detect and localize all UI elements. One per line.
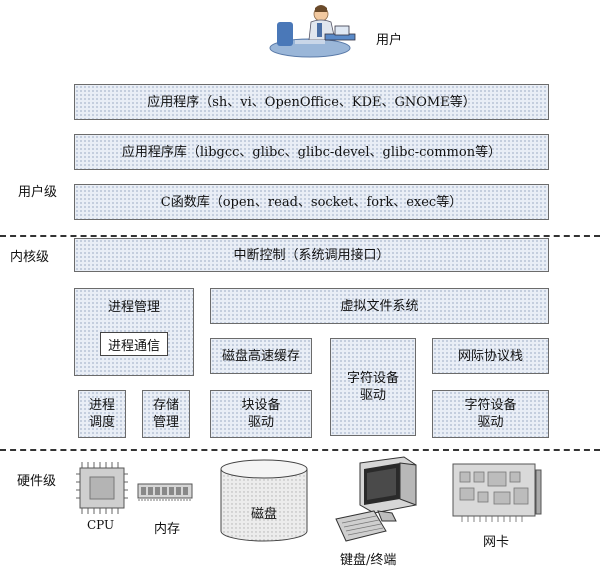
keyboard-terminal-label: 键盘/终端	[340, 553, 397, 568]
ipc-box: 进程通信	[100, 332, 168, 356]
scheduler-box: 进程 调度	[78, 390, 126, 438]
application-libraries-box: 应用程序库（libgcc、glibc、glibc-devel、glibc-com…	[74, 134, 549, 170]
process-management-box: 进程管理	[74, 288, 194, 376]
disk-drum-icon	[220, 459, 308, 542]
hardware-level-label: 硬件级	[17, 474, 57, 489]
net-stack-box: 网际协议栈	[432, 338, 549, 374]
memory-management-box: 存储 管理	[142, 390, 190, 438]
process-management-label: 进程管理	[107, 300, 160, 315]
c-library-label: C函数库（open、read、socket、fork、exec等）	[160, 194, 463, 210]
block-device-driver-label: 块设备 驱动	[241, 398, 281, 430]
user-at-computer-icon	[269, 5, 356, 58]
char-device-driver-label-2: 字符设备 驱动	[464, 398, 517, 430]
user-level-label: 用户级	[18, 185, 58, 200]
vfs-label: 虚拟文件系统	[340, 298, 419, 314]
ipc-label: 进程通信	[107, 338, 160, 354]
scheduler-label: 进程 调度	[88, 398, 115, 430]
user-kernel-divider	[0, 235, 600, 237]
disk-cache-box: 磁盘高速缓存	[210, 338, 312, 374]
net-stack-label: 网际协议栈	[457, 348, 523, 364]
terminal-keyboard-icon	[335, 456, 417, 542]
network-card-label: 网卡	[483, 535, 510, 550]
cpu-label: CPU	[87, 518, 115, 532]
c-library-box: C函数库（open、read、socket、fork、exec等）	[74, 184, 549, 220]
memory-management-label: 存储 管理	[152, 398, 179, 430]
syscall-interface-label: 中断控制（系统调用接口）	[233, 247, 390, 263]
kernel-level-label: 内核级	[10, 250, 50, 265]
memory-label: 内存	[154, 522, 181, 537]
disk-cache-label: 磁盘高速缓存	[221, 348, 300, 364]
block-device-driver-box: 块设备 驱动	[210, 390, 312, 438]
vfs-box: 虚拟文件系统	[210, 288, 549, 324]
syscall-interface-box: 中断控制（系统调用接口）	[74, 238, 549, 272]
network-card-icon	[452, 463, 542, 522]
applications-box: 应用程序（sh、vi、OpenOffice、KDE、GNOME等）	[74, 84, 549, 120]
application-libraries-label: 应用程序库（libgcc、glibc、glibc-devel、glibc-com…	[121, 144, 502, 160]
memory-module-icon	[137, 483, 193, 501]
user-label: 用户	[376, 33, 403, 48]
cpu-chip-icon	[76, 462, 128, 514]
char-device-driver-label-1: 字符设备 驱动	[346, 371, 399, 403]
disk-label: 磁盘	[251, 507, 278, 522]
applications-label: 应用程序（sh、vi、OpenOffice、KDE、GNOME等）	[147, 94, 476, 110]
kernel-hardware-divider	[0, 449, 600, 451]
char-device-driver-box-1: 字符设备 驱动	[330, 338, 416, 436]
char-device-driver-box-2: 字符设备 驱动	[432, 390, 549, 438]
